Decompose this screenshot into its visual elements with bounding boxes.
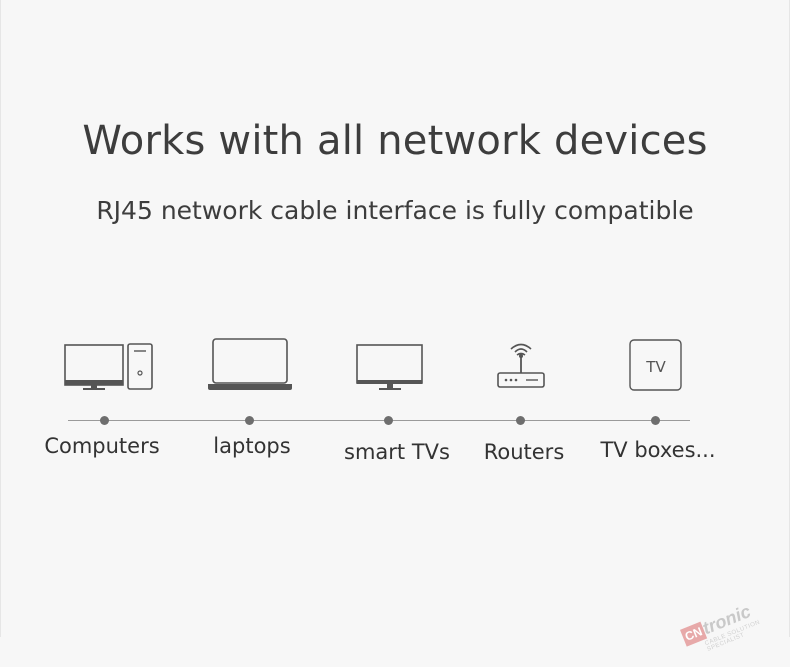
computer-icon: [64, 343, 153, 390]
router-icon: [497, 343, 545, 388]
tv-box-icon: TV: [629, 339, 682, 391]
tv-box-icon-text: TV: [645, 358, 666, 376]
laptop-icon: [208, 338, 292, 390]
timeline-dot: [516, 416, 525, 425]
smart-tv-icon: [356, 344, 423, 390]
device-label-computers: Computers: [44, 434, 160, 458]
page-subtitle: RJ45 network cable interface is fully co…: [96, 196, 694, 225]
timeline-dot: [245, 416, 254, 425]
device-label-tv-boxes: TV boxes...: [600, 438, 716, 462]
timeline-dot: [651, 416, 660, 425]
device-label-laptops: laptops: [213, 434, 291, 458]
page-frame: [0, 0, 790, 637]
timeline-dot: [384, 416, 393, 425]
device-label-smart-tvs: smart TVs: [344, 440, 450, 464]
timeline-line: [68, 420, 690, 421]
page-title: Works with all network devices: [82, 118, 708, 164]
device-label-routers: Routers: [483, 440, 565, 464]
timeline-dot: [100, 416, 109, 425]
